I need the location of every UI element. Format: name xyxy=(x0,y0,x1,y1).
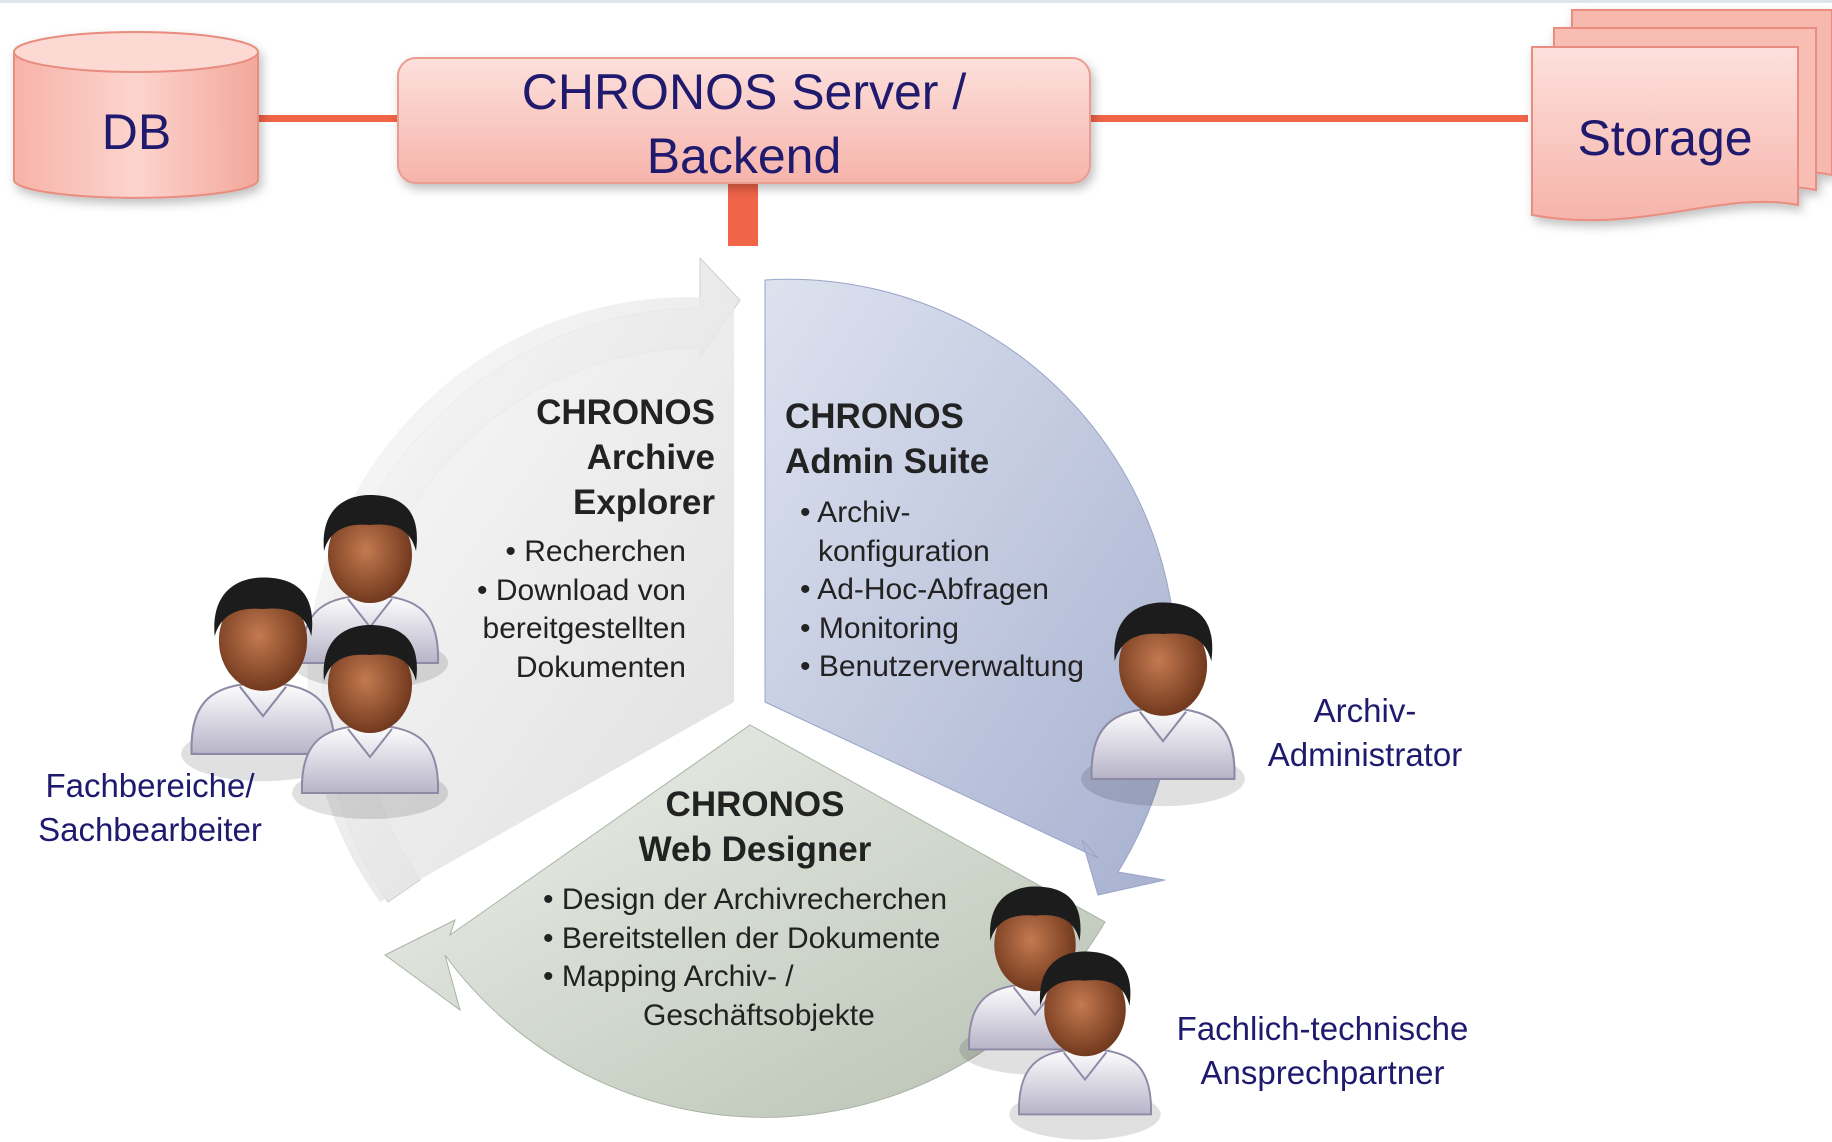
archive-explorer-title-line3: Explorer xyxy=(573,483,715,522)
archive-explorer-title-line1: CHRONOS xyxy=(536,393,715,432)
admin-suite-title: CHRONOS Admin Suite xyxy=(785,394,989,484)
role-fachbereiche-line2: Sachbearbeiter xyxy=(38,811,262,848)
archive-explorer-title: CHRONOS Archive Explorer xyxy=(536,390,715,525)
list-item: Geschäftsobjekte xyxy=(643,998,875,1032)
list-item: • Benutzerverwaltung xyxy=(800,650,1084,683)
list-item: konfiguration xyxy=(818,534,990,568)
role-technical: Fachlich-technische Ansprechpartner xyxy=(1150,1007,1495,1095)
database-icon xyxy=(13,31,259,199)
storage-label: Storage xyxy=(1577,110,1753,166)
role-technical-line1: Fachlich-technische xyxy=(1176,1010,1469,1047)
document-stack-icon xyxy=(1531,9,1832,222)
server-label: CHRONOS Server / Backend xyxy=(398,60,1090,188)
cycle-arrows xyxy=(307,256,1177,1118)
list-item: • Bereitstellen der Dokumente xyxy=(543,921,941,955)
role-admin-line2: Administrator xyxy=(1267,736,1463,773)
role-admin-line1: Archiv- xyxy=(1313,692,1417,729)
web-designer-title-line2: Web Designer xyxy=(638,830,872,869)
server-label-line2: Backend xyxy=(646,128,842,184)
list-item: • Recherchen xyxy=(505,535,686,568)
list-item: • Archiv- xyxy=(800,496,911,529)
role-fachbereiche: Fachbereiche/ Sachbearbeiter xyxy=(20,764,280,852)
archive-explorer-title-line2: Archive xyxy=(586,438,715,477)
role-fachbereiche-line1: Fachbereiche/ xyxy=(45,767,255,804)
role-admin: Archiv- Administrator xyxy=(1245,689,1485,777)
list-item: • Monitoring xyxy=(800,611,959,645)
web-designer-title-line1: CHRONOS xyxy=(665,785,845,824)
list-item: • Ad-Hoc-Abfragen xyxy=(800,573,1049,606)
db-server-connector xyxy=(255,115,400,122)
admin-suite-title-line2: Admin Suite xyxy=(785,442,990,481)
role-technical-line2: Ansprechpartner xyxy=(1200,1054,1445,1091)
archive-explorer-list: • Recherchen • Download von bereitgestel… xyxy=(477,533,686,687)
server-cycle-connector xyxy=(728,184,758,246)
db-label: DB xyxy=(101,104,172,160)
web-designer-list: • Design der Archivrecherchen • Bereitst… xyxy=(543,881,947,1035)
list-item: Dokumenten xyxy=(515,650,686,684)
list-item: • Design der Archivrecherchen xyxy=(543,883,948,916)
list-item: bereitgestellten xyxy=(482,612,686,645)
list-item: • Mapping Archiv- / xyxy=(543,960,794,993)
server-storage-connector xyxy=(1088,115,1528,122)
admin-suite-segment xyxy=(764,278,1177,896)
top-border xyxy=(0,0,1832,3)
list-item: • Download von xyxy=(477,573,686,607)
admin-suite-title-line1: CHRONOS xyxy=(785,397,964,436)
web-designer-title: CHRONOS Web Designer xyxy=(555,782,955,872)
admin-suite-list: • Archiv- konfiguration • Ad-Hoc-Abfrage… xyxy=(800,494,1084,687)
server-box xyxy=(397,57,1091,184)
server-label-line1: CHRONOS Server / xyxy=(521,64,967,120)
